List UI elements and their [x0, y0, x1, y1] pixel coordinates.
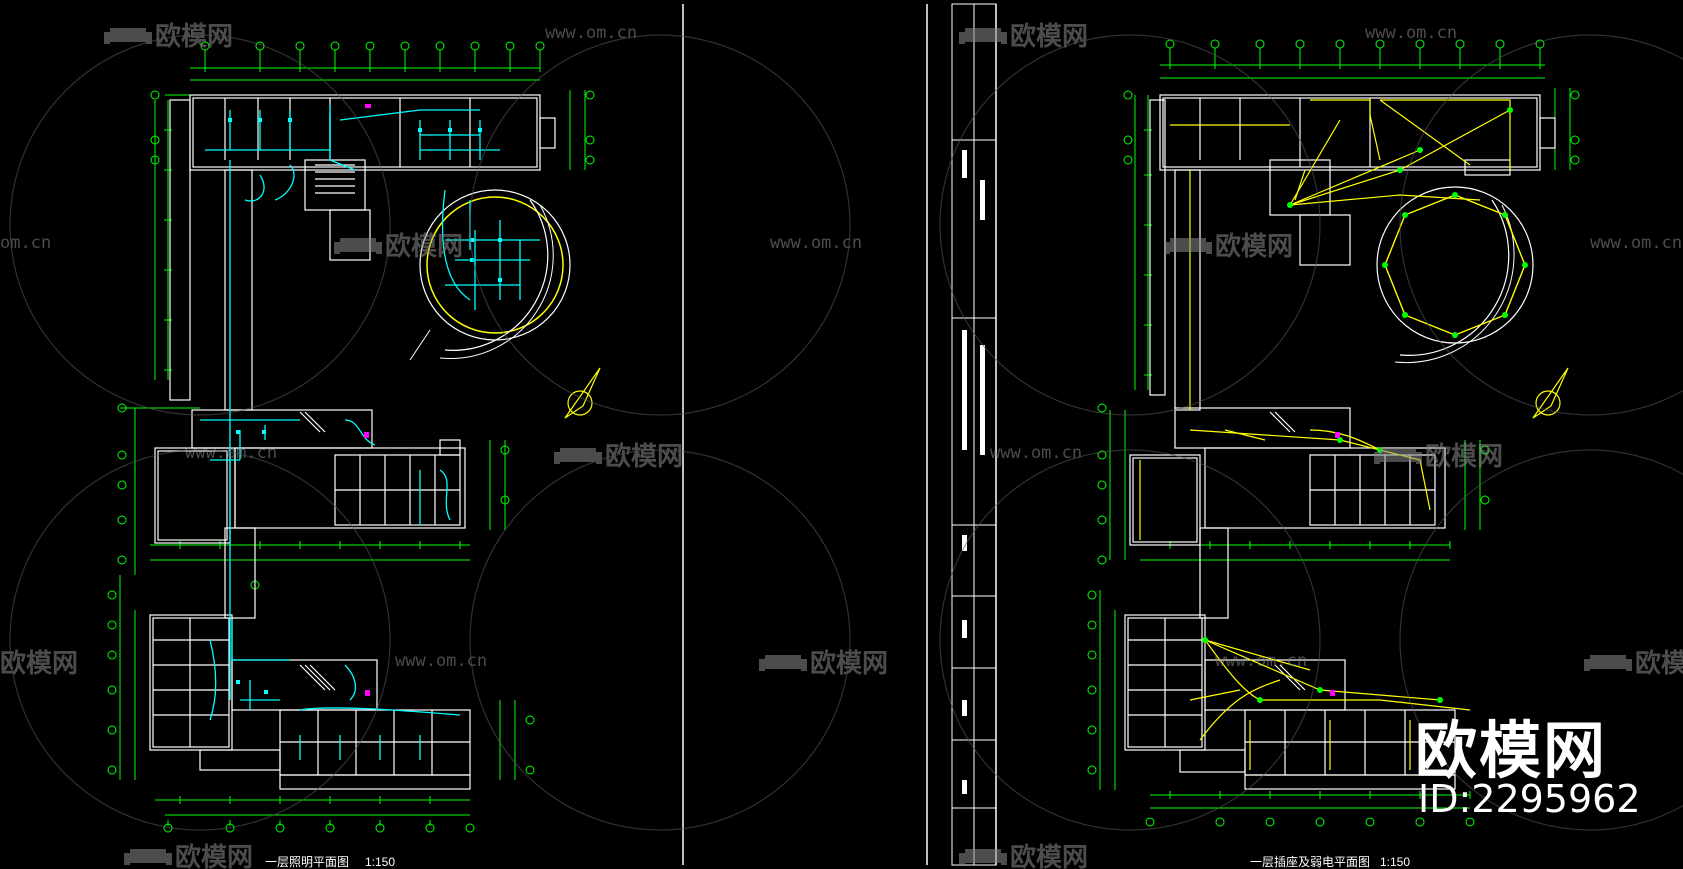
watermark-brand-10: 欧模网 [175, 842, 253, 869]
watermark-url-4: om.cn [0, 233, 51, 253]
title-block-marks [962, 150, 985, 794]
left-lighting-wiring [200, 105, 540, 760]
left-accent-marks [364, 104, 371, 696]
right-socket-wiring [1139, 99, 1511, 770]
brand-id-text: ID:2295962 [1418, 777, 1641, 821]
watermark-url-1: www.om.cn [545, 23, 637, 43]
watermark-brand-5: 欧模网 [605, 441, 683, 472]
left-walls [149, 94, 556, 790]
left-floor-plan: 一层照明平面图 1:150 [107, 41, 601, 869]
watermark-brand-4: 欧模网 [1215, 231, 1293, 262]
right-drawing-title: 一层插座及弱电平面图 [1250, 854, 1370, 869]
watermark-url-8: www.om.cn [395, 651, 487, 671]
sheet-frame [682, 3, 997, 866]
right-grid-bubbles [1087, 39, 1580, 827]
right-drawing-scale: 1:150 [1380, 855, 1410, 869]
watermark-brand-6: 欧模网 [1425, 441, 1503, 472]
watermark-brand-8: 欧模网 [810, 648, 888, 679]
watermark-brand-1: 欧模网 [155, 21, 233, 52]
right-walls [1124, 94, 1556, 790]
watermark-url-7: www.om.cn [185, 443, 277, 463]
watermark-url-5: www.om.cn [1590, 233, 1682, 253]
left-fixtures [228, 118, 502, 694]
watermark-brand-2: 欧模网 [1010, 21, 1088, 52]
right-floor-plan: 一层插座及弱电平面图 1:150 [1087, 39, 1580, 869]
left-dimension-lines [119, 50, 586, 826]
watermark-layer: 欧模网 欧模网 欧模网 欧模网 欧模网 欧模网 欧模网 欧模网 欧模网 欧模网 … [0, 21, 1683, 869]
watermark-sofa-icons [104, 28, 1632, 865]
watermark-brand-3: 欧模网 [385, 231, 463, 262]
title-block [952, 4, 996, 865]
right-socket-points [1202, 107, 1528, 703]
left-drawing-scale: 1:150 [365, 855, 395, 869]
watermark-url-2: www.om.cn [1365, 23, 1457, 43]
left-grid-bubbles [107, 41, 595, 833]
right-accent-marks [1330, 432, 1340, 696]
watermark-brand-7: 欧模网 [0, 648, 78, 679]
left-drawing-title: 一层照明平面图 [265, 855, 349, 869]
watermark-brand-9: 欧模网 [1635, 648, 1683, 679]
watermark-rings [9, 34, 1683, 831]
watermark-url-3: www.om.cn [770, 233, 862, 253]
right-north-arrow [1532, 367, 1569, 419]
left-round-room [409, 189, 571, 361]
brand-logo-text: 欧模网 [1415, 714, 1608, 787]
watermark-url-6: www.om.cn [990, 443, 1082, 463]
watermark-url-9: www.om.cn [1215, 651, 1307, 671]
watermark-brand-11: 欧模网 [1010, 842, 1088, 869]
